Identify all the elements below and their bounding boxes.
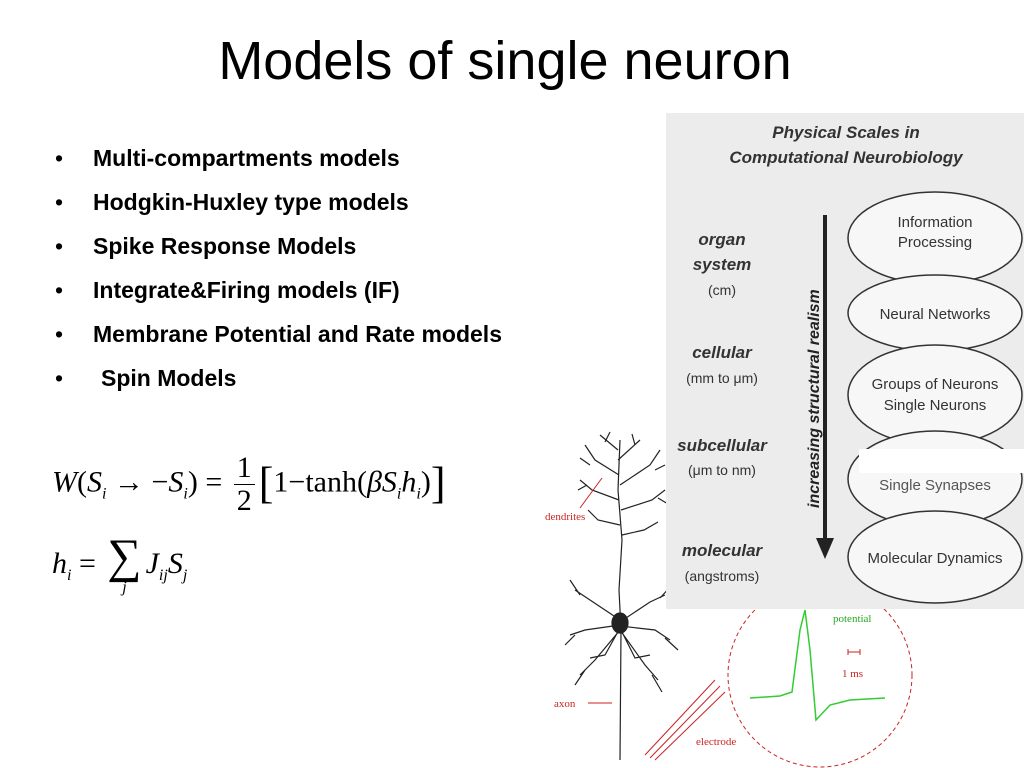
white-overlay: [859, 449, 1024, 473]
formula-subscript: i: [67, 566, 72, 584]
formula-symbol: [: [258, 458, 274, 508]
formula-symbol: −: [151, 465, 169, 499]
ellipse-label: Neural Networks: [880, 306, 991, 323]
electrode-lines: [644, 679, 726, 761]
bullet-list: • Multi-compartments models • Hodgkin-Huxl…: [52, 140, 512, 404]
formula-symbol: h: [52, 546, 67, 580]
formula-symbol: W: [52, 465, 77, 499]
ellipse-label: Processing: [898, 234, 972, 251]
bullet-item: • Multi-compartments models: [52, 140, 512, 176]
formula-symbol: ]: [430, 458, 446, 508]
dendrites-label: dendrites: [545, 511, 585, 523]
axon-label: axon: [554, 698, 576, 710]
formula-subscript: i: [183, 485, 188, 503]
fraction-numerator: 1: [233, 452, 255, 485]
formula-symbol: h: [401, 465, 417, 499]
fraction-denominator: 2: [236, 484, 252, 517]
formula-symbol: β: [366, 465, 382, 499]
bullet-item: • Membrane Potential and Rate models: [52, 316, 512, 352]
formula-subscript: ij: [158, 566, 168, 584]
formula-symbol: =: [205, 465, 223, 499]
formula-subscript: i: [396, 485, 402, 503]
ellipse-label: Single Synapses: [879, 477, 991, 494]
sum-symbol: ∑: [107, 530, 142, 583]
level-unit: (angstroms): [685, 568, 760, 584]
neuron-drawing: [564, 431, 679, 761]
ellipse-label: Molecular Dynamics: [867, 550, 1002, 567]
formula-symbol: J: [145, 546, 159, 580]
time-scale-bar: [847, 649, 861, 655]
electrode-label: electrode: [696, 736, 736, 748]
action-potential-trace: [749, 609, 886, 722]
formula-symbol: S: [87, 465, 102, 499]
scales-title-line2: Computational Neurobiology: [729, 148, 964, 167]
formula-symbol: →: [113, 465, 144, 499]
formula-subscript: i: [102, 485, 107, 503]
realism-arrow-head: [816, 538, 834, 559]
soma: [611, 612, 629, 634]
recording-circle: [727, 582, 913, 768]
physical-scales-figure: Physical Scales in Computational Neurobi…: [666, 113, 1024, 609]
level-unit: (mm to μm): [686, 370, 758, 386]
bullet-dot: •: [55, 145, 64, 171]
sum-index: j: [122, 579, 127, 596]
level-name: molecular: [682, 541, 764, 560]
bullet-dot: •: [55, 189, 64, 215]
level-unit: (cm): [708, 282, 736, 298]
neuron-illustration: dendrites axon electrode potential 1 ms: [545, 431, 913, 768]
formula-subscript: i: [416, 485, 421, 503]
apical-twigs: [577, 431, 669, 505]
bullet-item: • Spin Models: [52, 360, 512, 396]
bullet-dot: •: [55, 233, 64, 259]
scales-diagram: Physical Scales in Computational Neurobi…: [677, 123, 1024, 604]
level-name: system: [693, 255, 752, 274]
formula-symbol: S: [381, 465, 397, 499]
bullet-dot: •: [55, 277, 64, 303]
level-name: organ: [698, 230, 745, 249]
bullet-item: • Hodgkin-Huxley type models: [52, 184, 512, 220]
level-name: cellular: [692, 343, 753, 362]
bullet-text: Multi-compartments models: [93, 145, 400, 171]
formula-symbol: ): [420, 465, 431, 499]
formula-symbol: (: [77, 465, 87, 499]
formula-symbol: S: [168, 465, 184, 499]
formula-symbol: S: [167, 546, 183, 580]
apical-trunk: [617, 439, 623, 761]
formula-symbol: tanh(: [305, 465, 367, 499]
bullet-text: Hodgkin-Huxley type models: [93, 189, 409, 215]
level-unit: (μm to nm): [688, 462, 756, 478]
scales-title-line1: Physical Scales in: [772, 123, 919, 142]
potential-label: potential: [833, 613, 872, 625]
basal-dendrites: [569, 589, 671, 681]
level-name: subcellular: [677, 436, 768, 455]
arrow-label: increasing structural realism: [806, 289, 823, 508]
bullet-text: Spike Response Models: [93, 233, 357, 259]
bullet-dot: •: [55, 365, 64, 391]
time-scale-label: 1 ms: [842, 668, 863, 680]
formula-symbol: ): [187, 465, 198, 499]
ellipse-neurons: [847, 344, 1023, 446]
formula-symbol: 1: [273, 465, 289, 499]
formula-symbol: −: [288, 465, 306, 499]
bullet-dot: •: [55, 321, 64, 347]
formula-symbol: =: [78, 546, 96, 580]
bullet-item: • Spike Response Models: [52, 228, 512, 264]
ellipse-label: Single Neurons: [884, 397, 987, 414]
ellipse-label: Information: [897, 214, 972, 231]
summation: ∑j: [107, 530, 142, 597]
ellipse-molecular-dynamics: [847, 510, 1023, 604]
dendrites-pointer: [579, 477, 603, 509]
bullet-text: Integrate&Firing models (IF): [93, 277, 400, 303]
ellipse-label: Groups of Neurons: [872, 376, 999, 393]
bullet-text: Membrane Potential and Rate models: [93, 321, 502, 347]
bullet-item: • Integrate&Firing models (IF): [52, 272, 512, 308]
formula-subscript: j: [182, 566, 188, 584]
bullet-text: Spin Models: [101, 365, 237, 391]
slide-title: Models of single neuron: [218, 31, 792, 91]
apical-dendrites: [579, 434, 666, 536]
